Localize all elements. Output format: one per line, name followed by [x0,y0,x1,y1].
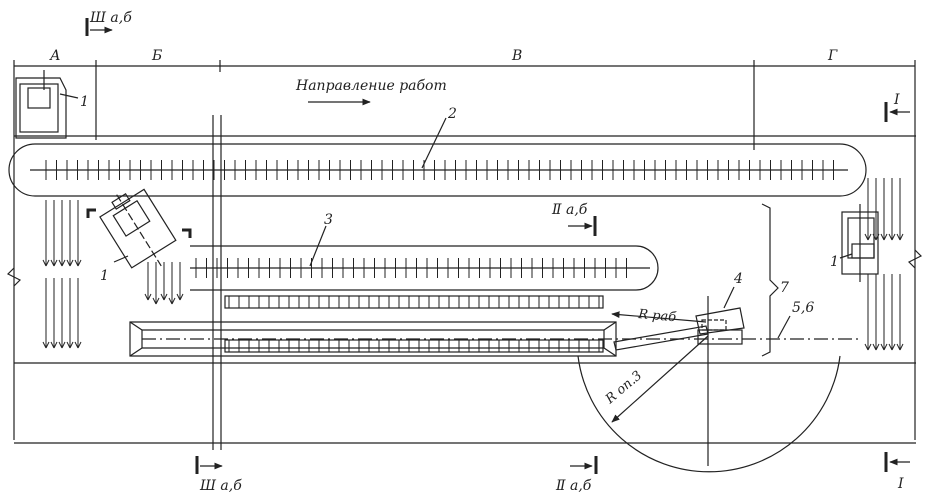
section-iii-bottom-label: Ш а,б [199,478,242,492]
section-i-top-label: I [893,92,900,108]
callout-2: 2 [447,106,457,122]
zone-label-v: В [511,48,522,64]
trench-corner-tr [604,322,616,330]
trench-corner-br [604,348,616,356]
direction-label: Направление работ [295,78,447,94]
machine-mid-corner-left [88,210,96,218]
callout-1-mid: 1 [100,268,109,284]
callout-1-left: 1 [80,94,89,110]
machine-left-cab [28,88,50,108]
section-ii-bottom-label: Ⅱ а,б [555,478,592,492]
zone-label-g: Г [827,48,838,64]
callout-1-right: 1 [830,254,839,270]
pipelayer-track [698,330,742,344]
support-radius-arc [578,356,840,472]
callout-3: 3 [324,212,333,228]
callout-56: 5,6 [792,300,814,316]
strip-upper [225,296,603,308]
leader-1-left [60,94,78,98]
radius-work-label: R раб [637,307,677,325]
strip-lower [225,340,603,352]
machine-mid-corner-right [182,230,190,238]
pipelayer-boom [614,326,708,350]
trench-corner-tl [130,322,142,330]
machine-right-seat [852,244,874,258]
zone-label-b: Б [151,48,162,64]
section-i-bottom-label: I [897,476,904,492]
zone-label-a: А [49,48,61,64]
work-direction-hatching [43,178,903,350]
leader-56 [778,316,790,338]
windrow-ticks [46,160,834,352]
section-iii-top-label: Ш а,б [89,10,132,26]
radius-support-label: R оп.3 [602,368,645,407]
section-ii-top-label: Ⅱ а,б [551,202,588,218]
leader-4 [724,287,734,308]
trench-corner-bl [130,348,142,356]
bracket-7 [762,204,778,356]
callout-7: 7 [780,280,789,296]
callout-4: 4 [733,271,743,287]
